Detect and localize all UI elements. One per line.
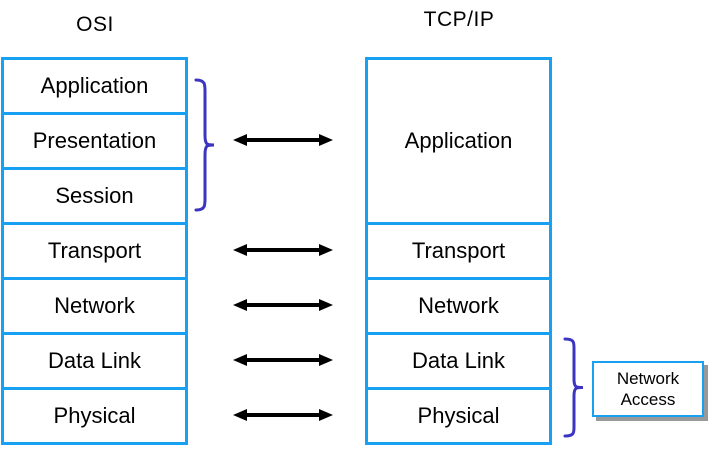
osi-layer-stack: Application Presentation Session Transpo… xyxy=(1,57,188,445)
tcpip-layer-data-link: Data Link xyxy=(365,332,552,390)
osi-layer-network: Network xyxy=(1,277,188,335)
tcpip-layer-application: Application xyxy=(365,57,552,225)
network-access-label-line2: Access xyxy=(620,390,676,409)
tcpip-layer-stack: Application Transport Network Data Link … xyxy=(365,57,552,445)
osi-layer-presentation: Presentation xyxy=(1,112,188,170)
tcpip-layer-physical: Physical xyxy=(365,387,552,445)
osi-layer-application: Application xyxy=(1,57,188,115)
tcpip-layer-transport: Transport xyxy=(365,222,552,280)
osi-layer-session: Session xyxy=(1,167,188,225)
bidirectional-arrow-network xyxy=(233,298,333,312)
osi-layer-physical: Physical xyxy=(1,387,188,445)
bidirectional-arrow-transport xyxy=(233,243,333,257)
bidirectional-arrow-data-link xyxy=(233,353,333,367)
tcpip-layer-network: Network xyxy=(365,277,552,335)
network-access-label-line1: Network xyxy=(616,368,680,388)
bidirectional-arrow-application xyxy=(233,133,333,147)
osi-layer-data-link: Data Link xyxy=(1,332,188,390)
osi-layer-transport: Transport xyxy=(1,222,188,280)
osi-column-title: OSI xyxy=(76,13,114,36)
network-access-label-box: Network Access xyxy=(592,361,704,417)
upper-osi-group-brace xyxy=(192,78,218,212)
tcpip-column-title: TCP/IP xyxy=(423,8,495,31)
bidirectional-arrow-physical xyxy=(233,408,333,422)
network-access-group-brace xyxy=(561,337,587,438)
